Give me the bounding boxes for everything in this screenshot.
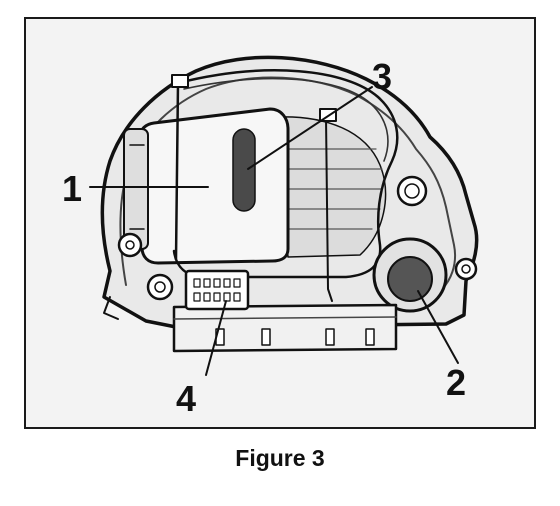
bulb-slot xyxy=(232,128,256,212)
figure-caption: Figure 3 xyxy=(235,445,325,471)
mounting-bar xyxy=(172,303,398,353)
mount-right-upper xyxy=(396,175,428,207)
callout-1: 1 xyxy=(62,168,83,209)
mount-left-lower xyxy=(146,273,174,301)
mount-right-lower xyxy=(454,257,478,281)
callout-4: 4 xyxy=(176,378,197,419)
leader-line-4 xyxy=(205,300,227,376)
electrical-connector xyxy=(184,269,250,311)
figure-frame: 1 2 3 4 xyxy=(24,17,536,429)
mount-left-upper xyxy=(117,232,143,258)
leader-line-3 xyxy=(247,86,373,170)
headlamp-housing-drawing xyxy=(89,55,479,376)
top-clip xyxy=(171,74,189,88)
callout-2: 2 xyxy=(446,362,467,403)
cable-drop xyxy=(325,116,333,302)
leader-line-2 xyxy=(417,290,459,364)
round-access-cap xyxy=(387,256,433,302)
callout-3: 3 xyxy=(372,56,393,97)
